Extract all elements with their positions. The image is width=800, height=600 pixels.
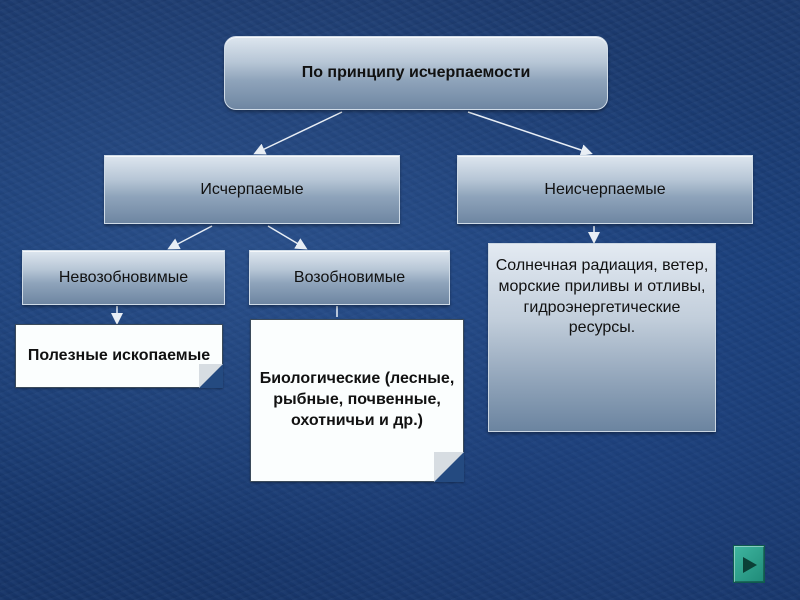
arrow-root-to-exhaustible xyxy=(253,111,343,155)
biological-note: Биологические (лесные, рыбные, почвенные… xyxy=(250,319,464,482)
exhaustible-label: Исчерпаемые xyxy=(200,180,304,198)
root-node: По принципу исчерпаемости xyxy=(224,36,608,110)
inexhaustible-label: Неисчерпаемые xyxy=(544,180,666,198)
renewable-node: Возобновимые xyxy=(249,250,450,305)
root-label: По принципу исчерпаемости xyxy=(301,64,531,81)
non-renewable-node: Невозобновимые xyxy=(22,250,225,305)
biological-text: Биологические (лесные, рыбные, почвенные… xyxy=(259,370,455,429)
play-arrow-icon xyxy=(743,557,757,573)
renewable-label: Возобновимые xyxy=(293,268,406,286)
arrow-root-to-inexhaustible xyxy=(467,111,593,156)
minerals-note: Полезные ископаемые xyxy=(15,324,223,388)
next-slide-button[interactable] xyxy=(733,545,765,583)
folded-corner xyxy=(434,452,464,482)
minerals-text: Полезные ископаемые xyxy=(27,347,211,364)
arrow-exhaustible-to-nonrenewable xyxy=(167,225,213,250)
inexhaustible-node: Неисчерпаемые xyxy=(457,155,753,224)
folded-corner xyxy=(199,364,223,388)
inexhaustible-examples-text: Солнечная радиация, ветер, морские прили… xyxy=(495,257,709,337)
non-renewable-label: Невозобновимые xyxy=(58,268,189,286)
exhaustible-node: Исчерпаемые xyxy=(104,155,400,224)
arrow-exhaustible-to-renewable xyxy=(267,225,308,250)
inexhaustible-examples-panel: Солнечная радиация, ветер, морские прили… xyxy=(488,243,716,432)
